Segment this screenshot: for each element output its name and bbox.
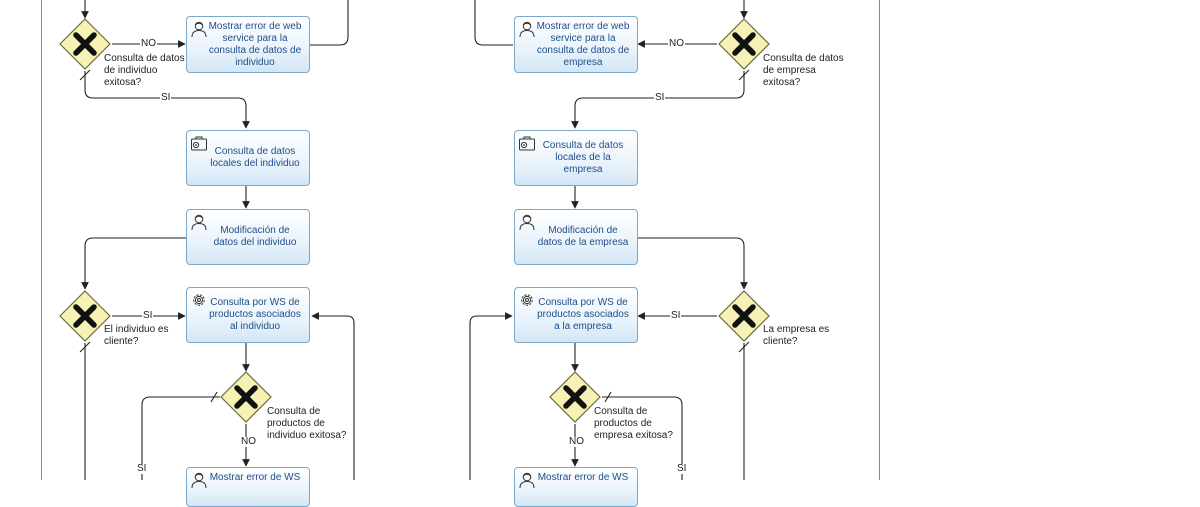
- exclusive-gateway[interactable]: [59, 18, 111, 70]
- task-mostrar-error-ws-individuo[interactable]: Mostrar error de WS: [186, 467, 310, 507]
- flow-g3-si: [141, 396, 220, 480]
- task-consulta-datos-locales-individuo[interactable]: Consulta de datos locales del individuo: [186, 130, 310, 186]
- task-mostrar-error-datos-empresa[interactable]: Mostrar error de web service para la con…: [514, 16, 638, 73]
- user-icon: [191, 214, 207, 231]
- flow-t1-back-up: [310, 0, 349, 46]
- flow-t3-g2: [81, 237, 186, 290]
- flow-label-no: NO: [568, 436, 585, 447]
- gear-icon: [521, 294, 533, 306]
- task-modificacion-datos-empresa[interactable]: Modificación de datos de la empresa: [514, 209, 638, 265]
- exclusive-gateway[interactable]: [220, 371, 272, 423]
- exclusive-gateway[interactable]: [718, 18, 770, 70]
- exclusive-gateway[interactable]: [59, 290, 111, 342]
- gateway-label-g1: Consulta de datos de individuo exitosa?: [104, 53, 185, 88]
- gear-icon: [193, 294, 205, 306]
- gateway-label-g3: Consulta de productos de individuo exito…: [267, 406, 347, 441]
- gateway-label-g4: Consulta de datos de empresa exitosa?: [763, 53, 844, 88]
- user-icon: [519, 21, 535, 38]
- task-text: Modificación de datos de la empresa: [537, 225, 629, 248]
- flow-label-si: SI: [654, 92, 666, 103]
- default-slash-g4: [738, 69, 750, 81]
- task-text: Consulta por WS de productos asociados a…: [537, 297, 629, 332]
- default-slash-g6: [604, 391, 612, 403]
- user-icon: [191, 21, 207, 38]
- user-icon: [191, 472, 207, 489]
- task-modificacion-datos-individuo[interactable]: Modificación de datos del individuo: [186, 209, 310, 265]
- task-consulta-datos-locales-empresa[interactable]: Consulta de datos locales de la empresa: [514, 130, 638, 186]
- task-text: Modificación de datos del individuo: [213, 225, 297, 248]
- exclusive-gateway[interactable]: [549, 371, 601, 423]
- task-text: Mostrar error de WS: [209, 472, 301, 483]
- task-mostrar-error-datos-individuo[interactable]: Mostrar error de web service para la con…: [186, 16, 310, 73]
- flow-label-si: SI: [670, 310, 682, 321]
- flow-t8-g5: [638, 237, 748, 290]
- task-text: Consulta por WS de productos asociados a…: [209, 297, 301, 332]
- default-slash-g1: [79, 69, 91, 81]
- task-text: Consulta de datos locales del individuo: [210, 146, 300, 169]
- user-icon: [519, 472, 535, 489]
- flow-t6-back-up: [474, 0, 513, 46]
- briefcase-gear-icon: [191, 136, 207, 151]
- task-text: Mostrar error de WS: [537, 472, 629, 483]
- task-text: Consulta de datos locales de la empresa: [542, 140, 624, 175]
- flow-label-no: NO: [668, 38, 685, 49]
- user-icon: [519, 214, 535, 231]
- flow-label-si: SI: [160, 92, 172, 103]
- gateway-label-g6: Consulta de productos de empresa exitosa…: [594, 406, 673, 441]
- task-consulta-ws-productos-empresa[interactable]: Consulta por WS de productos asociados a…: [514, 287, 638, 343]
- flow-label-si: SI: [136, 463, 148, 474]
- task-text: Mostrar error de web service para la con…: [208, 20, 302, 68]
- flow-back-to-t4: [311, 312, 355, 480]
- pool-right-border: [879, 0, 880, 480]
- flow-back-to-t9: [469, 312, 513, 480]
- default-slash-g3: [210, 391, 218, 403]
- gateway-label-g5: La empresa es cliente?: [763, 324, 830, 347]
- default-slash-g2: [79, 341, 91, 353]
- task-consulta-ws-productos-individuo[interactable]: Consulta por WS de productos asociados a…: [186, 287, 310, 343]
- bpmn-diagram: NO SI SI NO SI NO SI SI NO SI Consulta d…: [41, 0, 880, 507]
- gateway-label-g2: El individuo es cliente?: [104, 324, 169, 347]
- flow-label-si: SI: [676, 463, 688, 474]
- flow-label-no: NO: [240, 436, 257, 447]
- flow-label-no: NO: [140, 38, 157, 49]
- flow-label-si: SI: [142, 310, 154, 321]
- briefcase-gear-icon: [519, 136, 535, 151]
- default-slash-g5: [738, 341, 750, 353]
- pool-left-border: [41, 0, 42, 480]
- task-text: Mostrar error de web service para la con…: [536, 20, 630, 68]
- task-mostrar-error-ws-empresa[interactable]: Mostrar error de WS: [514, 467, 638, 507]
- exclusive-gateway[interactable]: [718, 290, 770, 342]
- flow-g6-si: [602, 396, 683, 480]
